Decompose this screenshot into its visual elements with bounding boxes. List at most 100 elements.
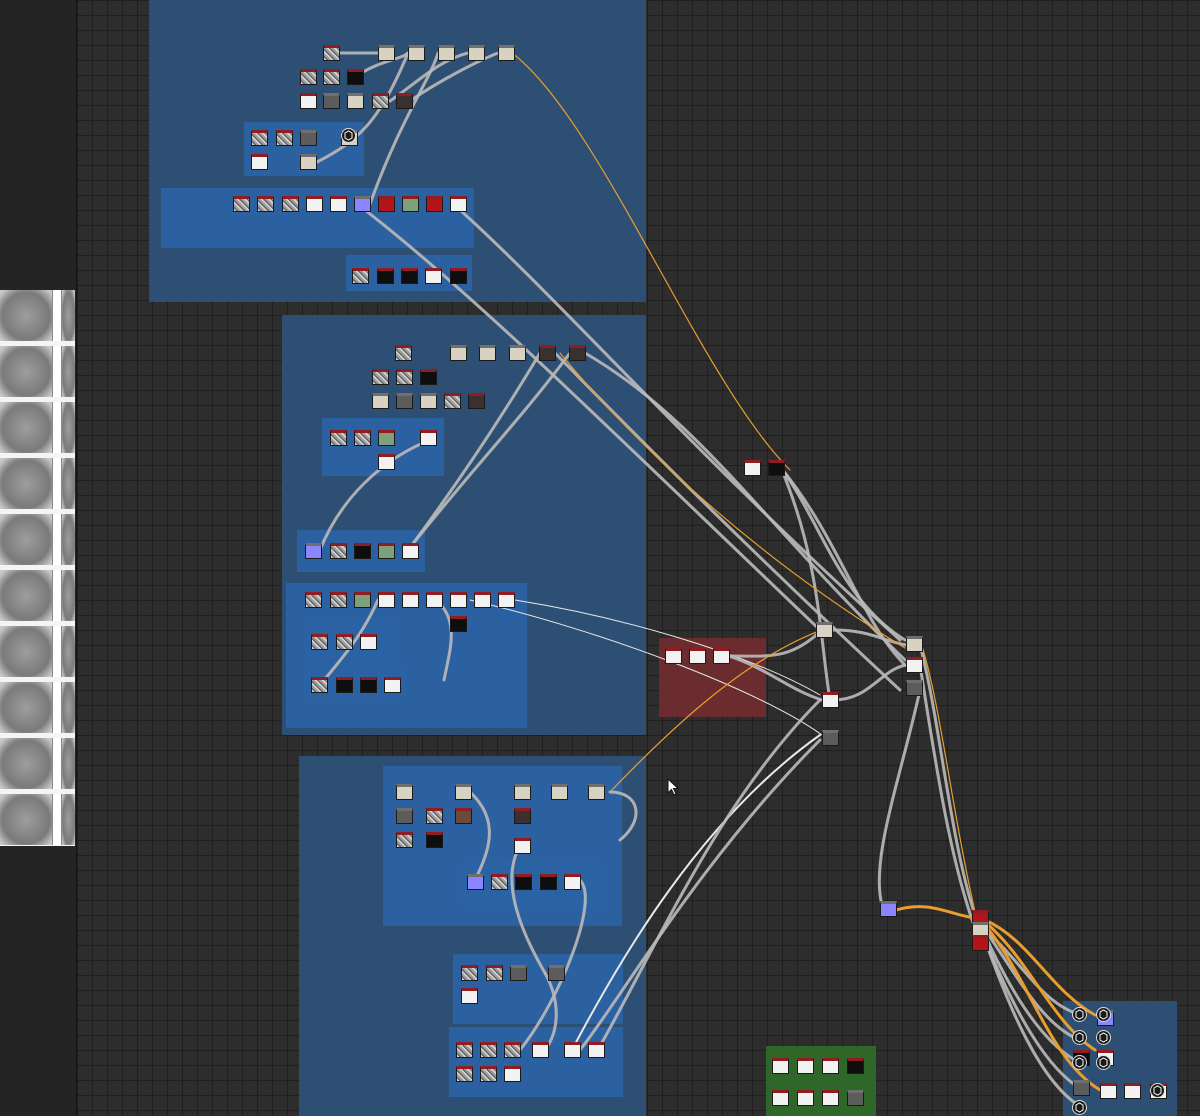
graph-node[interactable] xyxy=(498,45,515,61)
graph-node[interactable] xyxy=(420,369,437,385)
graph-node[interactable] xyxy=(768,460,785,476)
graph-node[interactable] xyxy=(396,369,413,385)
graph-node[interactable] xyxy=(336,677,353,693)
graph-node[interactable] xyxy=(713,648,730,664)
graph-node[interactable] xyxy=(461,988,478,1004)
graph-node[interactable] xyxy=(468,393,485,409)
graph-node[interactable] xyxy=(300,69,317,85)
frame-1[interactable] xyxy=(149,0,646,302)
graph-node[interactable] xyxy=(305,592,322,608)
graph-node[interactable] xyxy=(1124,1083,1141,1099)
graph-node[interactable] xyxy=(468,45,485,61)
graph-node[interactable] xyxy=(396,93,413,109)
graph-node[interactable] xyxy=(372,93,389,109)
graph-node[interactable] xyxy=(509,345,526,361)
graph-node[interactable] xyxy=(401,268,418,284)
graph-node[interactable] xyxy=(300,154,317,170)
graph-node[interactable] xyxy=(311,677,328,693)
graph-node[interactable] xyxy=(532,1042,549,1058)
graph-node[interactable] xyxy=(378,45,395,61)
graph-node[interactable] xyxy=(906,657,923,673)
frame-3-sub-c[interactable] xyxy=(449,1027,623,1097)
graph-node[interactable] xyxy=(822,1090,839,1106)
graph-node[interactable] xyxy=(450,345,467,361)
graph-node[interactable] xyxy=(347,93,364,109)
graph-node[interactable] xyxy=(378,430,395,446)
graph-node[interactable] xyxy=(425,268,442,284)
graph-node[interactable] xyxy=(323,69,340,85)
graph-node[interactable] xyxy=(847,1058,864,1074)
graph-node[interactable] xyxy=(491,874,508,890)
graph-node[interactable] xyxy=(504,1042,521,1058)
graph-node[interactable] xyxy=(1073,1080,1090,1096)
graph-node[interactable] xyxy=(450,616,467,632)
graph-node[interactable] xyxy=(426,592,443,608)
graph-node[interactable] xyxy=(300,93,317,109)
graph-node[interactable] xyxy=(822,1058,839,1074)
graph-node[interactable] xyxy=(354,592,371,608)
graph-node[interactable] xyxy=(588,1042,605,1058)
graph-node[interactable] xyxy=(384,677,401,693)
graph-node[interactable] xyxy=(336,634,353,650)
graph-node[interactable] xyxy=(455,784,472,800)
graph-node[interactable] xyxy=(402,196,419,212)
graph-node[interactable] xyxy=(402,543,419,559)
graph-node[interactable] xyxy=(395,345,412,361)
graph-node[interactable] xyxy=(822,692,839,708)
graph-node[interactable] xyxy=(396,393,413,409)
graph-node[interactable] xyxy=(276,130,293,146)
graph-node[interactable] xyxy=(426,808,443,824)
output-node-icon[interactable] xyxy=(1072,1007,1087,1022)
texture-preview-2d[interactable] xyxy=(0,290,75,846)
output-node-icon[interactable] xyxy=(1096,1030,1111,1045)
graph-node[interactable] xyxy=(305,543,322,559)
graph-node[interactable] xyxy=(377,268,394,284)
graph-node[interactable] xyxy=(548,965,565,981)
graph-node[interactable] xyxy=(251,130,268,146)
graph-node[interactable] xyxy=(354,430,371,446)
graph-node[interactable] xyxy=(420,430,437,446)
graph-node[interactable] xyxy=(906,680,923,696)
graph-node[interactable] xyxy=(689,648,706,664)
graph-node[interactable] xyxy=(514,808,531,824)
graph-node[interactable] xyxy=(450,196,467,212)
graph-node[interactable] xyxy=(822,730,839,746)
output-node-icon[interactable] xyxy=(1096,1007,1111,1022)
graph-node[interactable] xyxy=(360,634,377,650)
graph-node[interactable] xyxy=(772,1090,789,1106)
graph-node[interactable] xyxy=(461,965,478,981)
graph-node[interactable] xyxy=(564,1042,581,1058)
graph-node[interactable] xyxy=(569,345,586,361)
graph-node[interactable] xyxy=(426,196,443,212)
graph-node[interactable] xyxy=(354,543,371,559)
graph-node[interactable] xyxy=(354,196,371,212)
graph-node[interactable] xyxy=(510,965,527,981)
graph-node[interactable] xyxy=(906,636,923,652)
graph-node[interactable] xyxy=(330,430,347,446)
graph-node[interactable] xyxy=(378,196,395,212)
graph-node[interactable] xyxy=(378,454,395,470)
graph-node[interactable] xyxy=(396,808,413,824)
graph-node[interactable] xyxy=(360,677,377,693)
graph-node[interactable] xyxy=(515,874,532,890)
graph-node[interactable] xyxy=(504,1066,521,1082)
graph-node[interactable] xyxy=(455,808,472,824)
graph-node[interactable] xyxy=(420,393,437,409)
graph-node[interactable] xyxy=(564,874,581,890)
graph-node[interactable] xyxy=(426,832,443,848)
graph-node[interactable] xyxy=(456,1042,473,1058)
graph-node[interactable] xyxy=(474,592,491,608)
graph-node[interactable] xyxy=(514,784,531,800)
graph-node[interactable] xyxy=(797,1090,814,1106)
graph-node[interactable] xyxy=(480,1042,497,1058)
graph-node[interactable] xyxy=(323,93,340,109)
graph-node[interactable] xyxy=(551,784,568,800)
graph-node[interactable] xyxy=(540,874,557,890)
output-node-icon[interactable] xyxy=(1072,1055,1087,1070)
graph-node[interactable] xyxy=(972,935,989,951)
output-node-icon[interactable] xyxy=(1072,1030,1087,1045)
graph-node[interactable] xyxy=(847,1090,864,1106)
output-node-icon[interactable] xyxy=(1150,1083,1165,1098)
graph-node[interactable] xyxy=(539,345,556,361)
graph-node[interactable] xyxy=(514,838,531,854)
